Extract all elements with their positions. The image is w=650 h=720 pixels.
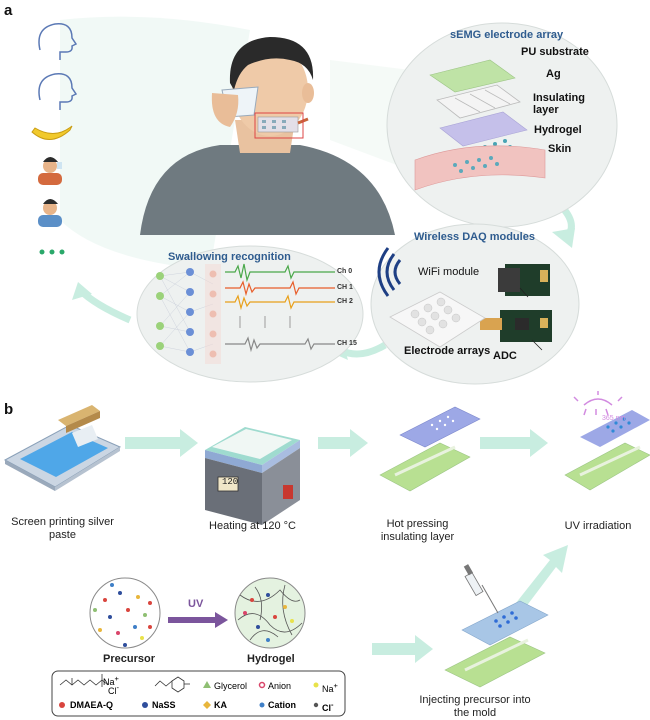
daq-circle [370, 223, 580, 385]
step-label-uv: UV irradiation [564, 520, 632, 532]
step-label-hot-pressing: Hot pressing insulating layer [360, 518, 475, 544]
more-dots-icon [39, 249, 65, 255]
uv-arrow [168, 612, 228, 628]
legend-box [51, 670, 346, 717]
head-outline-icon-1 [38, 23, 78, 60]
head-outline-icon-2 [38, 73, 78, 110]
wifi-module-label: WiFi module [418, 266, 480, 278]
panel-a-letter: a [4, 2, 13, 19]
legend-cation: Cation [268, 700, 296, 710]
electrode-array-title: sEMG electrode array [450, 29, 564, 41]
legend-dmaea: DMAEA-Q [70, 700, 113, 710]
channel-label-15: CH 15 [337, 340, 357, 347]
person-eating-icon [38, 199, 62, 227]
screen-printing-illustration [3, 405, 122, 491]
electrode-arrays-label: Electrode arrays [404, 345, 491, 357]
legend-anion: Anion [268, 681, 292, 691]
cl-marker [313, 702, 319, 708]
chem-cl-sup: - [116, 683, 120, 692]
layer-label-pu: PU substrate [521, 46, 589, 58]
layer-label-skin: Skin [548, 143, 572, 155]
syringe-icon [463, 564, 499, 614]
legend-na-text: Na [322, 684, 334, 694]
layer-label-hydrogel: Hydrogel [534, 124, 582, 136]
layer-label-insulating-1: Insulating [533, 92, 585, 104]
uv-wavelength-label: 365 nm [602, 415, 626, 422]
legend-cl: Cl- [322, 700, 334, 713]
uv-irradiation-illustration [564, 391, 650, 491]
glycerol-marker [203, 681, 211, 688]
chem-na-label: Na+ [103, 674, 119, 687]
injecting-illustration [444, 564, 549, 688]
electrode-array-circle [386, 22, 618, 228]
precursor-circle [89, 577, 161, 649]
precursor-label: Precursor [103, 653, 155, 665]
legend-nass: NaSS [152, 700, 176, 710]
chem-na-text: Na [103, 677, 115, 687]
step-label-screen-printing: Screen printing silver paste [0, 516, 125, 542]
step-1-line-1: Screen printing silver [11, 516, 114, 528]
process-arrows [125, 429, 568, 663]
hot-pressing-illustration [379, 406, 481, 492]
step-1-line-2: paste [49, 529, 76, 541]
nass-marker [142, 702, 148, 708]
layer-label-ag: Ag [546, 68, 561, 80]
daq-title: Wireless DAQ modules [414, 231, 535, 243]
step-3-line-1: Hot pressing [386, 518, 449, 530]
recognition-title: Swallowing recognition [168, 251, 291, 263]
injecting-line-1: Injecting precursor into [419, 694, 531, 706]
legend-na: Na+ [322, 681, 338, 694]
heater-display: 120 [222, 477, 239, 487]
na-marker [313, 682, 319, 688]
legend-glycerol: Glycerol [214, 681, 248, 691]
person-drinking-icon [38, 157, 62, 185]
layer-label-insulating-2: layer [533, 104, 559, 116]
wifi-icon [377, 247, 402, 297]
recognition-circle [136, 245, 364, 383]
injecting-label: Injecting precursor into the mold [405, 694, 545, 720]
banana-icon [31, 125, 73, 140]
chem-cl-text: Cl [108, 686, 117, 696]
channel-label-0: Ch 0 [337, 268, 353, 275]
hydrogel-label: Hydrogel [247, 653, 295, 665]
injecting-line-2: the mold [453, 707, 497, 719]
cation-marker [259, 702, 265, 708]
panel-b-letter: b [4, 401, 14, 418]
uv-lamp-icon [573, 391, 623, 416]
chemical-structures [59, 674, 190, 693]
left-icon-column [31, 23, 78, 255]
panel-b-illustrations [3, 391, 650, 717]
legend-markers [59, 681, 319, 709]
chem-na-sup: + [114, 674, 119, 683]
step-label-heating: Heating at 120 °C [209, 520, 296, 532]
uv-label: UV [188, 598, 204, 610]
legend-ka: KA [214, 700, 227, 710]
dmaea-marker [59, 702, 65, 708]
heating-plate-illustration [205, 427, 300, 525]
channel-label-1: CH 1 [337, 284, 353, 291]
step-3-line-2: insulating layer [380, 531, 455, 543]
channel-label-2: CH 2 [337, 298, 353, 305]
adc-label: ADC [493, 350, 517, 362]
hydrogel-circle [234, 577, 306, 649]
ka-marker [203, 701, 211, 709]
legend-cl-sup: - [331, 700, 334, 709]
anion-marker [258, 681, 266, 689]
legend-cl-text: Cl [322, 703, 331, 713]
person-drinking-illustration [140, 37, 395, 235]
legend-na-sup: + [333, 681, 338, 690]
chem-cl-label: Cl- [108, 683, 119, 696]
